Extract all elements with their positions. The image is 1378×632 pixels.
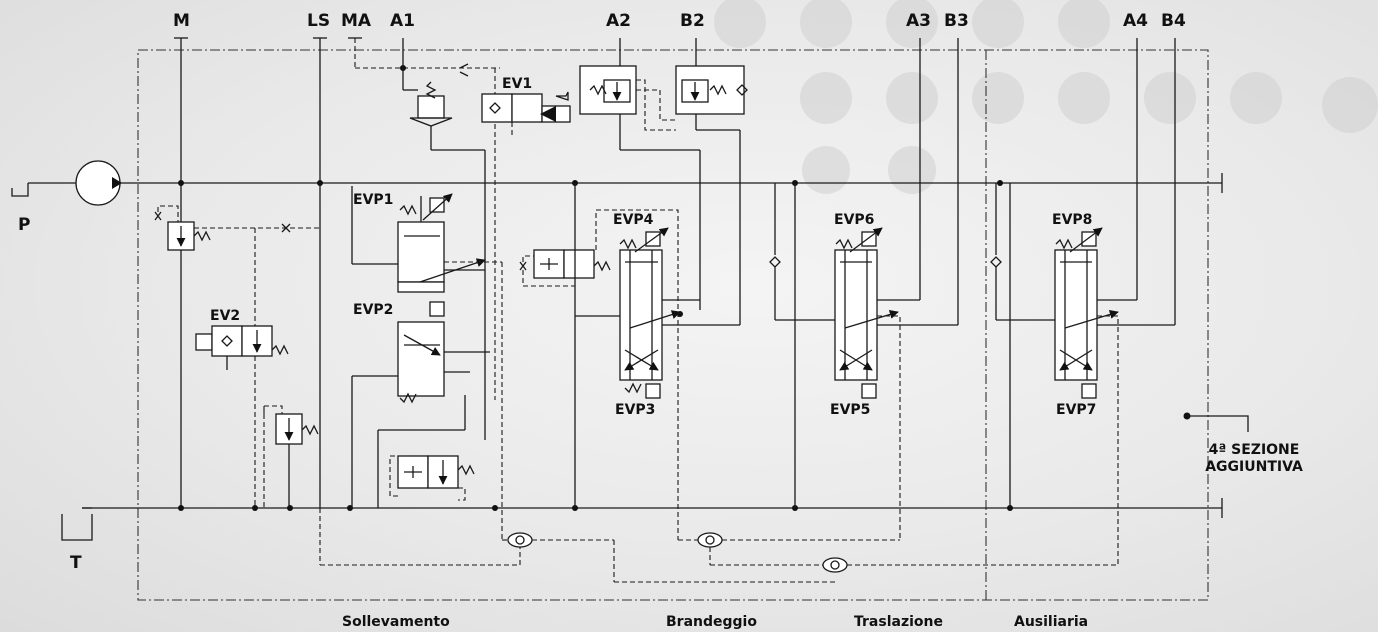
port-label-a1: A1	[390, 11, 415, 31]
junction-dots	[178, 65, 1191, 511]
background-decoration	[714, 0, 1378, 194]
evp7-evp8-valve	[990, 38, 1176, 565]
valve-label-evp1: EVP1	[353, 192, 393, 208]
evp3-evp4-valve	[519, 183, 740, 540]
port-label-p: P	[18, 215, 30, 235]
ev1-valve	[481, 91, 571, 136]
ev2-valve	[195, 325, 289, 370]
ls-shuttle-network	[319, 508, 1118, 583]
port-label-t: T	[70, 553, 82, 573]
evp5-evp6-valve	[769, 38, 959, 540]
valve-label-evp3: EVP3	[615, 402, 655, 418]
valve-label-evp7: EVP7	[1056, 402, 1096, 418]
port-label-b3: B3	[944, 11, 969, 31]
section-label-brandeggio: Brandeggio	[666, 614, 757, 630]
valve-label-evp8: EVP8	[1052, 212, 1092, 228]
valve-label-evp5: EVP5	[830, 402, 870, 418]
valve-label-evp4: EVP4	[613, 212, 654, 228]
port-label-a2: A2	[606, 11, 631, 31]
port-label-b4: B4	[1161, 11, 1186, 31]
a1-logic-valve	[402, 38, 486, 440]
port-label-a4: A4	[1123, 11, 1148, 31]
port-label-b2: B2	[680, 11, 705, 31]
port-label-ls: LS	[307, 11, 330, 31]
valve-label-ev2: EV2	[210, 308, 240, 324]
port-labels: M LS MA A1 A2 B2 A3 B3 A4 B4 P T	[18, 11, 1186, 573]
valve-label-ev1: EV1	[502, 76, 532, 92]
port-label-m: M	[173, 11, 190, 31]
evp1-evp2-valve	[351, 186, 503, 540]
section-labels: Sollevamento Brandeggio Traslazione Ausi…	[342, 614, 1088, 630]
port-label-a3: A3	[906, 11, 931, 31]
valve-label-evp2: EVP2	[353, 302, 393, 318]
note-line-2: AGGIUNTIVA	[1205, 459, 1303, 475]
port-label-ma: MA	[341, 11, 372, 31]
note-line-1: 4ª SEZIONE	[1209, 442, 1300, 458]
valve-label-evp6: EVP6	[834, 212, 874, 228]
note-pointer	[1187, 415, 1249, 432]
relief-valve-main	[154, 205, 320, 508]
additional-section-note: 4ª SEZIONE AGGIUNTIVA	[1205, 442, 1303, 475]
a2-b2-relief-valves	[579, 38, 748, 325]
manifold-frame	[137, 49, 1209, 601]
section-label-ausiliaria: Ausiliaria	[1014, 614, 1088, 630]
valve-labels: EV1 EV2 EVP1 EVP2 EVP3 EVP4 EVP5 EVP6 EV…	[210, 76, 1096, 418]
relief-valve-ls	[263, 405, 319, 508]
sollevamento-bottom-valve	[377, 395, 475, 508]
main-lines	[11, 37, 1223, 541]
section-label-traslazione: Traslazione	[854, 614, 943, 630]
section-label-sollevamento: Sollevamento	[342, 614, 450, 630]
